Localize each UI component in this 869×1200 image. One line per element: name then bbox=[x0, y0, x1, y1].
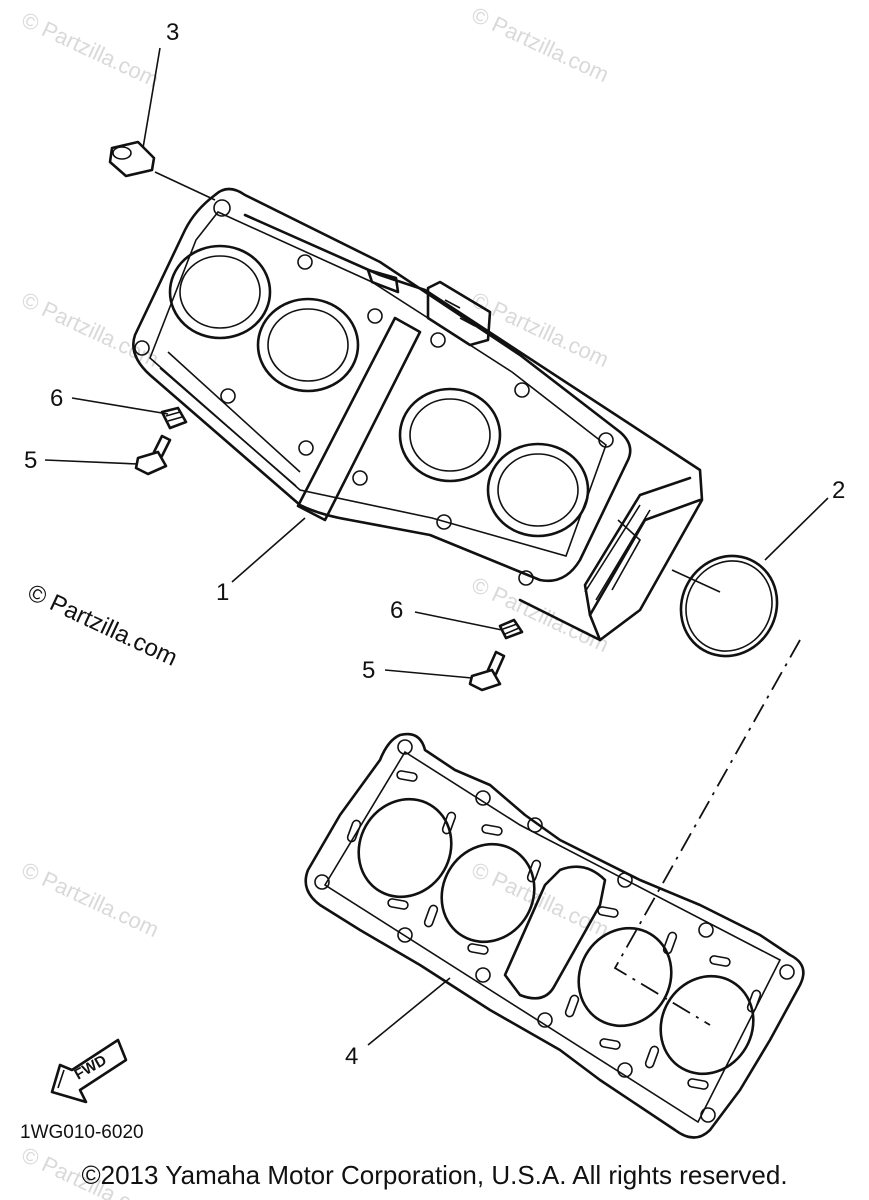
watermark-main: © Partzilla.com bbox=[23, 579, 181, 672]
o-ring-to-block-leader bbox=[671, 569, 721, 593]
bolt-left bbox=[134, 434, 172, 476]
callout-2: 2 bbox=[832, 477, 845, 504]
callout-4: 4 bbox=[345, 1043, 358, 1070]
callout-6: 6 bbox=[390, 597, 403, 624]
cylinder-block bbox=[132, 187, 704, 642]
faint-watermark: © Partzilla.com bbox=[18, 7, 163, 92]
o-ring bbox=[679, 554, 779, 658]
leader-2 bbox=[764, 497, 829, 561]
callout-3: 3 bbox=[166, 19, 179, 46]
leader-4 bbox=[367, 977, 451, 1046]
callout-1: 1 bbox=[216, 579, 229, 606]
head-gasket bbox=[304, 732, 805, 1139]
fwd-arrow-icon bbox=[50, 1038, 128, 1104]
callout-5: 5 bbox=[362, 657, 375, 684]
dowel-sleeve-left bbox=[160, 406, 188, 430]
callout-6: 6 bbox=[50, 385, 63, 412]
leader-6a bbox=[71, 397, 169, 415]
dowel-sleeve-right bbox=[498, 618, 524, 640]
leader-6b bbox=[414, 611, 503, 631]
leader-3 bbox=[142, 47, 161, 149]
callout-5: 5 bbox=[24, 447, 37, 474]
leader-1 bbox=[231, 517, 306, 583]
diagram-code: 1WG010-6020 bbox=[20, 1122, 144, 1143]
leader-5a bbox=[44, 459, 139, 465]
faint-watermark: © Partzilla.com bbox=[468, 2, 613, 87]
copyright-notice: ©2013 Yamaha Motor Corporation, U.S.A. A… bbox=[81, 1160, 788, 1190]
dowel-pin bbox=[108, 140, 216, 201]
faint-watermark: © Partzilla.com bbox=[18, 857, 163, 942]
assembly-line bbox=[613, 639, 801, 1026]
bolt-right bbox=[468, 650, 506, 692]
faint-watermark: © Partzilla.com bbox=[18, 287, 163, 372]
leader-5b bbox=[384, 669, 473, 679]
